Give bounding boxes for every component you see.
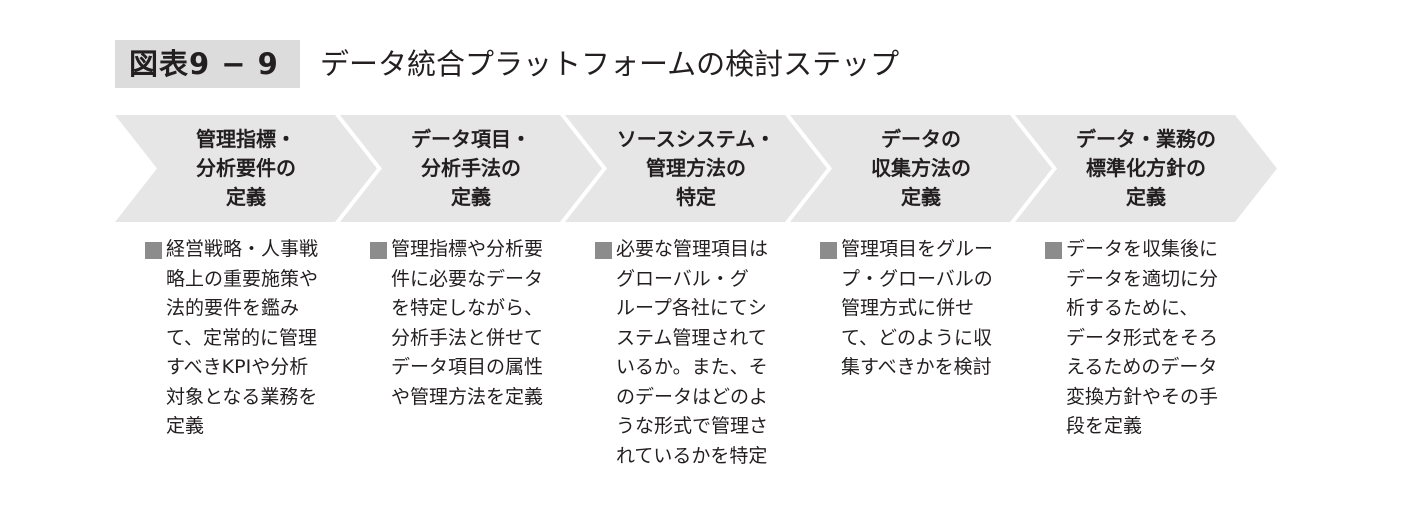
description-line: を特定しながら、 bbox=[391, 297, 544, 319]
step-description-4: 管理項目をグループ・グローバルの管理方式に併せて、どのように収集すべきかを検討 bbox=[820, 235, 1025, 383]
step-title-line: データ項目・ bbox=[411, 127, 531, 151]
step-title-line: 収集方法の bbox=[871, 156, 971, 180]
step-title: データ・業務の標準化方針の定義 bbox=[1057, 125, 1235, 212]
description-line: データ形式をそろ bbox=[1066, 326, 1219, 349]
square-bullet-icon bbox=[370, 242, 387, 259]
figure-title: データ統合プラットフォームの検討ステップ bbox=[320, 47, 900, 81]
square-bullet-icon bbox=[145, 242, 162, 259]
step-title-line: データの bbox=[881, 127, 961, 151]
square-bullet-icon bbox=[820, 242, 837, 259]
step-description-2: 管理指標や分析要件に必要なデータを特定しながら、分析手法と併せてデータ項目の属性… bbox=[370, 235, 575, 412]
description-line: 段を定義 bbox=[1066, 415, 1143, 437]
description-line: 管理方式に併せ bbox=[841, 297, 975, 319]
step-description-3: 必要な管理項目はグローバル・グループ各社にてシステム管理されているか。また、その… bbox=[595, 235, 800, 471]
step-title-line: 標準化方針の bbox=[1086, 156, 1206, 180]
description-line: 集すべきかを検討 bbox=[841, 356, 992, 378]
step-chevron-3: ソースシステム・管理方法の特定 bbox=[565, 115, 827, 222]
step-title: データの収集方法の定義 bbox=[832, 125, 1010, 212]
description-line: データ項目の属性 bbox=[391, 356, 544, 378]
description-line: 法的要件を鑑み bbox=[166, 297, 300, 319]
description-line: 管理指標や分析要 bbox=[391, 238, 544, 260]
step-title: ソースシステム・管理方法の特定 bbox=[607, 125, 785, 212]
description-line: 対象となる業務を bbox=[166, 385, 318, 408]
description-line: のデータはどのよ bbox=[616, 385, 769, 408]
step-title-line: 分析手法の bbox=[421, 156, 521, 180]
description-line: すべきKPIや分析 bbox=[166, 356, 309, 378]
description-line: うな形式で管理さ bbox=[616, 415, 769, 437]
step-title-line: 分析要件の bbox=[196, 156, 296, 180]
step-description-1: 経営戦略・人事戦略上の重要施策や法的要件を鑑みて、定常的に管理すべきKPIや分析… bbox=[145, 235, 350, 442]
step-title-line: 管理指標・ bbox=[196, 127, 296, 151]
description-line: れているかを特定 bbox=[616, 444, 768, 467]
step-title-line: 定義 bbox=[451, 185, 491, 209]
description-line: て、どのように収 bbox=[841, 326, 993, 349]
step-chevron-2: データ項目・分析手法の定義 bbox=[340, 115, 602, 222]
square-bullet-icon bbox=[1045, 242, 1062, 259]
description-line: データを収集後に bbox=[1066, 238, 1219, 260]
step-title-line: データ・業務の bbox=[1076, 127, 1216, 151]
square-bullet-icon bbox=[595, 242, 612, 259]
description-line: や管理方法を定義 bbox=[391, 385, 544, 408]
step-title-line: 定義 bbox=[901, 185, 941, 209]
description-line: ループ各社にてシ bbox=[616, 297, 767, 319]
description-line: グローバル・グ bbox=[616, 267, 749, 290]
step-title-line: 定義 bbox=[226, 185, 266, 209]
step-title-line: 特定 bbox=[676, 185, 716, 209]
step-title: データ項目・分析手法の定義 bbox=[382, 125, 560, 212]
description-line: 変換方針やその手 bbox=[1066, 385, 1219, 408]
description-line: 定義 bbox=[166, 415, 205, 437]
step-chevron-5: データ・業務の標準化方針の定義 bbox=[1015, 115, 1277, 222]
step-description-5: データを収集後にデータを適切に分析するために、データ形式をそろえるためのデータ変… bbox=[1045, 235, 1250, 442]
description-line: ステム管理されて bbox=[616, 326, 767, 349]
description-line: いるか。また、そ bbox=[616, 356, 768, 378]
step-title-line: 定義 bbox=[1126, 185, 1166, 209]
description-line: 経営戦略・人事戦 bbox=[166, 238, 319, 260]
description-line: 必要な管理項目は bbox=[616, 238, 769, 260]
step-title-line: 管理方法の bbox=[646, 156, 746, 180]
description-line: 管理項目をグルー bbox=[841, 238, 994, 260]
step-chevron-1: 管理指標・分析要件の定義 bbox=[115, 115, 377, 222]
description-line: 件に必要なデータ bbox=[391, 267, 544, 290]
step-title: 管理指標・分析要件の定義 bbox=[157, 125, 335, 212]
description-line: データを適切に分 bbox=[1066, 267, 1219, 290]
step-title-line: ソースシステム・ bbox=[616, 127, 776, 151]
step-chevron-4: データの収集方法の定義 bbox=[790, 115, 1052, 222]
description-line: えるためのデータ bbox=[1066, 356, 1218, 378]
description-line: て、定常的に管理 bbox=[166, 326, 318, 349]
description-line: 略上の重要施策や bbox=[166, 267, 319, 290]
description-line: プ・グローバルの bbox=[841, 267, 993, 290]
description-line: 分析手法と併せて bbox=[391, 326, 544, 349]
description-line: 析するために、 bbox=[1066, 297, 1199, 319]
figure-label: 図表9 − 9 bbox=[115, 40, 300, 88]
